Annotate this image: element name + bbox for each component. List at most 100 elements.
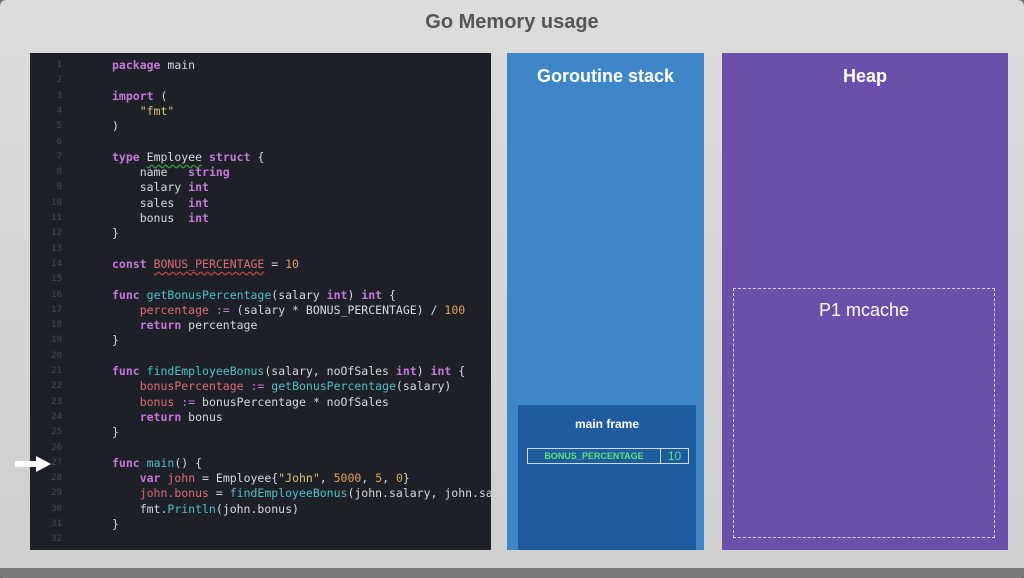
line-number: 28 bbox=[51, 473, 62, 484]
code-token: { bbox=[451, 364, 466, 378]
code-token: () { bbox=[174, 455, 203, 470]
code-token bbox=[140, 456, 147, 470]
code-token: (salary bbox=[271, 287, 327, 302]
code-token: func bbox=[112, 364, 140, 378]
line-number: 18 bbox=[51, 320, 62, 331]
code-line: 4 "fmt" bbox=[30, 104, 491, 119]
line-number: 23 bbox=[51, 396, 62, 407]
line-number: 7 bbox=[56, 151, 62, 162]
code-text: ) bbox=[112, 119, 119, 134]
line-number: 11 bbox=[51, 213, 62, 223]
code-token: 0 bbox=[395, 471, 403, 486]
code-token: getBonusPercentage bbox=[271, 379, 396, 394]
line-number: 10 bbox=[51, 197, 62, 208]
line-number: 29 bbox=[51, 488, 62, 499]
code-text: } bbox=[112, 425, 119, 440]
code-line: 14 const BONUS_PERCENTAGE = 10 bbox=[30, 257, 491, 272]
code-line: 17 percentage := (salary * BONUS_PERCENT… bbox=[30, 303, 491, 318]
code-token: (salary) bbox=[395, 379, 452, 394]
main-frame: main frame BONUS_PERCENTAGE 10 bbox=[518, 405, 696, 550]
line-number: 4 bbox=[56, 105, 62, 116]
code-token: (john.bonus) bbox=[215, 501, 299, 516]
code-token: const bbox=[112, 256, 147, 271]
code-line: 23 bonus := bonusPercentage * noOfSales bbox=[30, 395, 491, 410]
line-number: 16 bbox=[51, 289, 62, 300]
code-text: return percentage bbox=[112, 318, 258, 333]
code-text: name string bbox=[112, 165, 230, 180]
code-text: } bbox=[112, 226, 119, 241]
code-token: findEmployeeBonus bbox=[146, 364, 265, 378]
code-token: sales bbox=[112, 195, 189, 210]
code-token bbox=[202, 150, 209, 164]
code-token: bonusPercentage * noOfSales bbox=[195, 394, 389, 409]
line-number: 14 bbox=[51, 258, 62, 269]
code-line: 30 fmt.Println(john.bonus) bbox=[30, 502, 491, 517]
code-text: var john = Employee{"John", 5000, 5, 0} bbox=[112, 471, 410, 486]
line-number: 31 bbox=[51, 519, 62, 529]
code-text: const BONUS_PERCENTAGE = 10 bbox=[112, 257, 299, 272]
code-token bbox=[112, 379, 140, 393]
code-token bbox=[147, 257, 154, 271]
code-token: name bbox=[112, 165, 189, 180]
code-line: 12} bbox=[30, 226, 491, 241]
code-token: { bbox=[250, 149, 265, 164]
line-number: 1 bbox=[56, 60, 62, 70]
code-token: struct bbox=[208, 149, 251, 164]
code-token: findEmployeeBonus bbox=[229, 486, 348, 501]
code-line: 13 bbox=[30, 242, 491, 257]
line-number: 9 bbox=[56, 182, 62, 193]
code-token: int bbox=[430, 364, 452, 378]
code-token: import bbox=[112, 88, 154, 103]
code-text: salary int bbox=[112, 180, 209, 195]
p1-mcache-region: P1 mcache bbox=[733, 288, 995, 538]
code-text: percentage := (salary * BONUS_PERCENTAGE… bbox=[112, 303, 465, 318]
goroutine-stack-panel: Goroutine stack main frame BONUS_PERCENT… bbox=[507, 53, 704, 550]
code-token bbox=[112, 318, 140, 332]
code-token bbox=[112, 395, 140, 409]
code-token: bonus bbox=[139, 394, 175, 409]
code-text: "fmt" bbox=[112, 104, 175, 119]
code-token: func bbox=[112, 287, 140, 302]
code-token: := bbox=[215, 302, 230, 317]
code-token: int bbox=[361, 287, 383, 302]
code-token: int bbox=[188, 211, 209, 225]
code-token: (john.salary, john.sales) bbox=[347, 486, 491, 501]
stack-variable-row: BONUS_PERCENTAGE 10 bbox=[527, 448, 689, 464]
code-token: bonusPercentage bbox=[139, 379, 244, 394]
line-number: 3 bbox=[56, 90, 62, 101]
code-token: getBonusPercentage bbox=[146, 287, 272, 302]
code-line: 20 bbox=[30, 349, 491, 364]
code-token: := bbox=[181, 394, 196, 409]
code-token bbox=[112, 104, 140, 118]
slide-title: Go Memory usage bbox=[425, 11, 599, 33]
code-token bbox=[112, 471, 140, 485]
stack-variable-name: BONUS_PERCENTAGE bbox=[528, 449, 661, 463]
code-token: Employee bbox=[146, 149, 203, 164]
line-number: 22 bbox=[51, 381, 62, 392]
code-text: func getBonusPercentage(salary int) int … bbox=[112, 288, 396, 303]
code-token bbox=[112, 486, 140, 500]
code-token: return bbox=[139, 318, 182, 333]
code-token: john bbox=[167, 471, 196, 486]
code-line: 24 return bonus bbox=[30, 410, 491, 425]
line-number: 17 bbox=[51, 304, 62, 315]
code-token bbox=[244, 379, 251, 393]
code-line: 9 salary int bbox=[30, 180, 491, 195]
code-token: john.bonus bbox=[139, 486, 209, 501]
code-token: "John" bbox=[278, 471, 320, 486]
code-token: } bbox=[112, 425, 119, 440]
code-line: 2 bbox=[30, 73, 491, 88]
code-token: bonus bbox=[181, 409, 223, 424]
code-token: (salary, noOfSales bbox=[264, 364, 396, 378]
code-token bbox=[140, 150, 147, 164]
line-number: 19 bbox=[51, 335, 62, 346]
code-text: func main() { bbox=[112, 456, 202, 471]
code-line: 26 bbox=[30, 441, 491, 456]
line-number: 12 bbox=[51, 228, 62, 239]
